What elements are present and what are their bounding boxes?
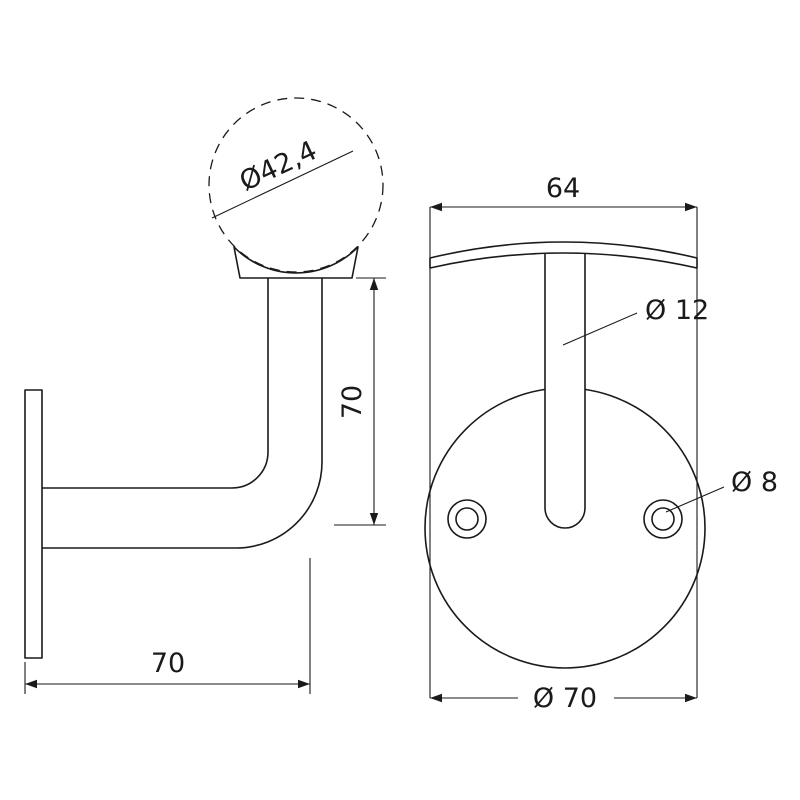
width-dim-text: 64 xyxy=(546,173,580,204)
bracket-arm-outer-contour xyxy=(41,277,323,549)
height-dim-text: 70 xyxy=(337,385,368,419)
plate-dim-text-mask xyxy=(518,684,614,712)
depth-dimension-70: 70 xyxy=(24,558,311,694)
screw-hole-right-outer xyxy=(643,499,683,539)
plate-dim-arrow-right xyxy=(685,693,697,703)
stem-diameter-label: Ø 12 xyxy=(645,295,709,326)
depth-dim-arrow-left xyxy=(25,679,37,689)
wall-plate-side-profile xyxy=(24,389,43,659)
height-dimension-70: 70 xyxy=(334,277,386,526)
rail-diameter-leader-line xyxy=(211,150,354,219)
saddle-width-dimension-64: 64 xyxy=(430,173,697,212)
saddle-front-profile xyxy=(429,241,698,269)
screw-hole-left-inner xyxy=(455,507,479,531)
plate-dim-arrow-left xyxy=(430,693,442,703)
front-view: 64 Ø 12 Ø 8 Ø 70 xyxy=(424,173,778,714)
width-dim-arrow-left xyxy=(430,202,442,212)
plate-diameter-text: Ø 70 xyxy=(533,683,597,714)
rail-diameter-label: Ø42,4 xyxy=(235,135,322,197)
screw-hole-right-inner xyxy=(651,507,675,531)
height-dim-arrow-down xyxy=(369,513,379,525)
saddle-side-profile xyxy=(233,246,359,279)
side-view: Ø42,4 70 70 xyxy=(24,97,386,694)
stem-diameter-leader-line xyxy=(562,312,638,346)
stem-front-profile xyxy=(544,249,586,529)
depth-dim-text: 70 xyxy=(151,648,185,679)
screw-hole-left-outer xyxy=(447,499,487,539)
handrail-tube-dashed-circle xyxy=(208,97,384,273)
bracket-arm-inner-contour xyxy=(41,277,269,489)
screw-hole-leader-line xyxy=(665,486,725,513)
screw-hole-diameter-label: Ø 8 xyxy=(731,467,778,498)
screw-hole-right xyxy=(643,499,683,539)
height-dim-arrow-up xyxy=(369,278,379,290)
depth-dim-arrow-right xyxy=(298,679,310,689)
plate-diameter-dimension: Ø 70 xyxy=(430,683,697,714)
width-dim-arrow-right xyxy=(685,202,697,212)
screw-hole-left xyxy=(447,499,487,539)
